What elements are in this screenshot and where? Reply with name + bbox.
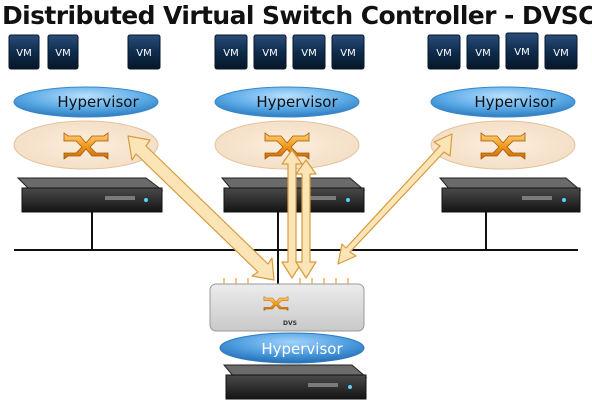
vm-icon: VM — [331, 34, 365, 70]
server-bottom — [222, 364, 368, 400]
vm-icon: VM — [214, 34, 248, 70]
svg-text:VM: VM — [340, 48, 355, 59]
hypervisor-label: Hypervisor — [57, 93, 139, 111]
arrow-icon — [127, 135, 275, 281]
svg-text:VM: VM — [436, 48, 451, 59]
hypervisor-left: Hypervisor — [13, 86, 159, 118]
dvs-label: DVS — [283, 320, 297, 327]
vm-icon: VM — [292, 34, 326, 70]
svg-text:VM: VM — [475, 48, 490, 59]
svg-text:VM: VM — [553, 48, 568, 59]
vm-icon: VM — [127, 34, 161, 70]
vm-icon: VM — [466, 34, 500, 70]
vm-icon: VM — [253, 34, 287, 70]
hypervisor-label: Hypervisor — [256, 93, 338, 111]
hypervisor-bottom: Hypervisor — [219, 332, 365, 364]
vm-group-right: VM VM VM VM — [427, 32, 578, 70]
vm-icon: VM — [505, 32, 539, 70]
server-right — [438, 177, 582, 213]
vm-icon: VM — [8, 34, 40, 70]
arrow-icon — [281, 149, 303, 279]
hypervisor-center: Hypervisor — [214, 86, 360, 118]
svg-text:VM: VM — [16, 48, 31, 59]
virtual-switch-left — [13, 120, 159, 170]
svg-text:VM: VM — [514, 47, 529, 58]
vm-group-center: VM VM VM VM — [214, 34, 365, 70]
server-left — [16, 177, 164, 213]
dvs-controller: DVS — [209, 278, 365, 332]
virtual-switch-right — [430, 120, 576, 170]
hypervisor-label: Hypervisor — [474, 93, 556, 111]
svg-text:VM: VM — [55, 48, 70, 59]
page-title: Distributed Virtual Switch Controller - … — [2, 1, 592, 30]
vm-icon: VM — [47, 34, 79, 70]
svg-text:VM: VM — [262, 48, 277, 59]
arrow-icon — [337, 133, 453, 265]
svg-text:VM: VM — [301, 48, 316, 59]
vm-group-left: VM VM VM — [8, 34, 161, 70]
vm-icon: VM — [544, 34, 578, 70]
svg-text:VM: VM — [136, 48, 151, 59]
virtual-switch-center — [214, 120, 360, 170]
vm-icon: VM — [427, 34, 461, 70]
svg-text:VM: VM — [223, 48, 238, 59]
arrow-icon — [295, 159, 317, 279]
hypervisor-right: Hypervisor — [430, 86, 576, 118]
hypervisor-label: Hypervisor — [261, 340, 343, 358]
